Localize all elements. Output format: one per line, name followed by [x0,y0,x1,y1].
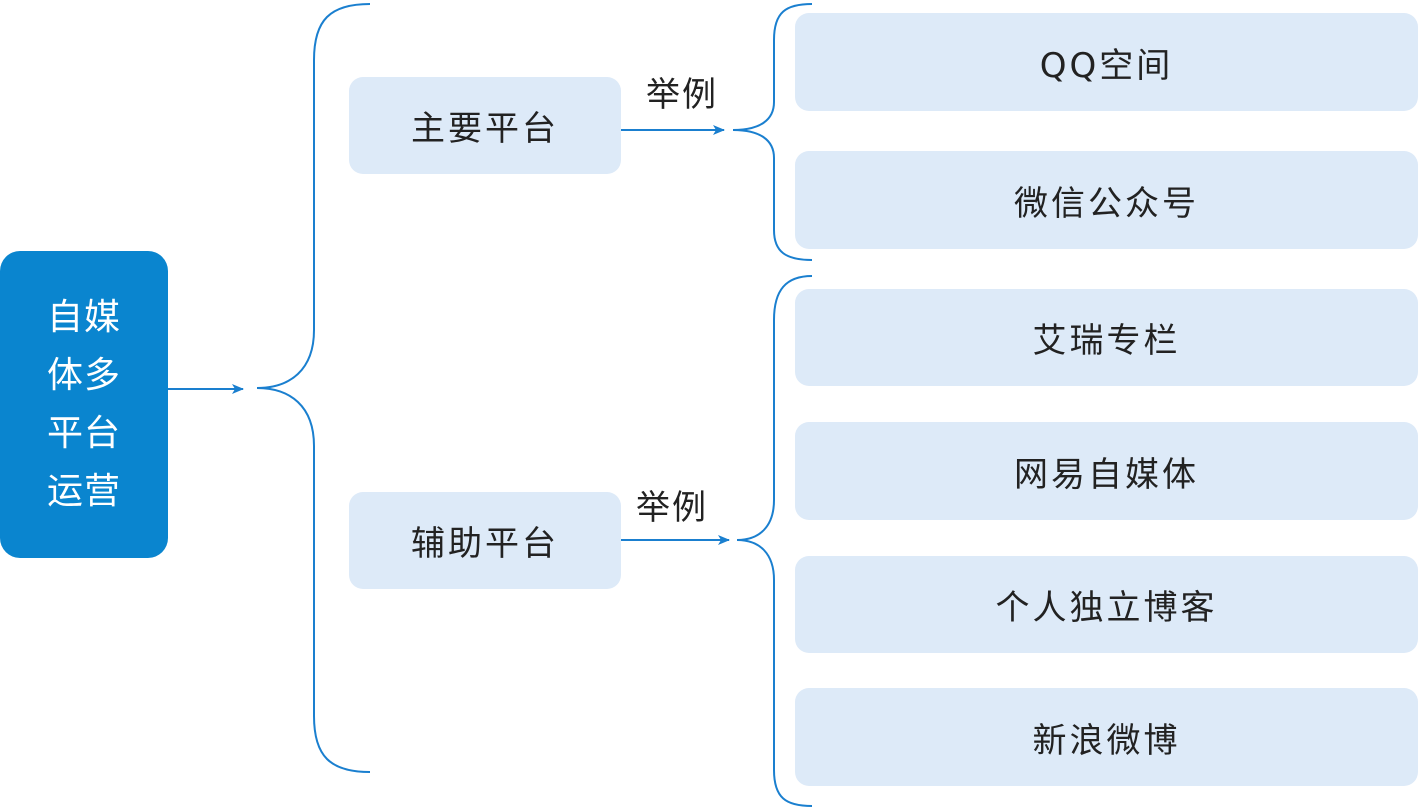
leaf-sina-weibo: 新浪微博 [795,688,1418,786]
root-line-2: 体多 [46,354,121,396]
branch-main-platform: 主要平台 [349,77,621,174]
branch-2-brace [736,275,813,807]
branch-1-brace [732,3,813,261]
root-line-1: 自媒 [46,296,121,338]
root-line-4: 运营 [46,470,121,512]
root-line-3: 平台 [46,412,121,454]
leaf-qq-zone: QQ空间 [795,13,1418,111]
leaf-netease-media: 网易自媒体 [795,422,1418,520]
branch-2-connector-label: 举例 [636,488,708,528]
leaf-iresearch-column: 艾瑞专栏 [795,289,1418,386]
root-node: 自媒 体多 平台 运营 [0,251,168,558]
leaf-personal-blog: 个人独立博客 [795,556,1418,653]
leaf-wechat-official-account: 微信公众号 [795,151,1418,249]
branch-1-connector-label: 举例 [646,75,718,115]
branch-auxiliary-platform: 辅助平台 [349,492,621,589]
main-brace [256,3,371,773]
